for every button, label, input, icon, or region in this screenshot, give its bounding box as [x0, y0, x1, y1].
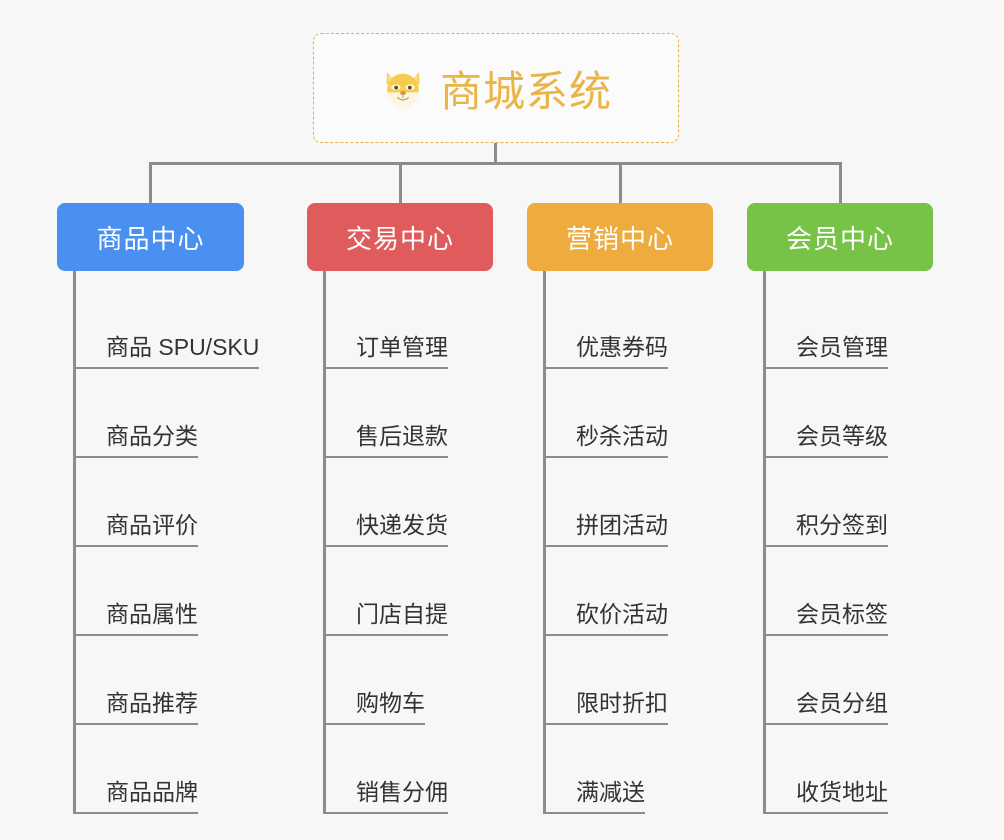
leaf-connector-rule: [76, 367, 106, 369]
leaf-connector-rule: [546, 545, 576, 547]
leaf-item-label: 商品推荐: [106, 690, 198, 725]
connector-drop-trade-center: [398, 164, 402, 203]
leaf-connector-rule: [76, 545, 106, 547]
leaf-item-label: 订单管理: [356, 334, 448, 369]
leaf-item[interactable]: 会员分组: [766, 636, 933, 725]
leaf-item[interactable]: 限时折扣: [546, 636, 713, 725]
leaf-list-product-center: 商品 SPU/SKU 商品分类商品评价商品属性商品推荐商品品牌: [73, 271, 260, 814]
leaf-item-label: 收货地址: [796, 779, 888, 814]
root-title: 商城系统: [439, 67, 612, 115]
leaf-connector-rule: [766, 634, 796, 636]
connector-drop-product-center: [149, 164, 152, 203]
connector-horizontal-bus: [149, 162, 842, 165]
leaf-item[interactable]: 秒杀活动: [546, 369, 713, 458]
branch-column-trade-center: 交易中心订单管理售后退款快递发货门店自提购物车销售分佣: [307, 164, 493, 814]
branch-column-product-center: 商品中心商品 SPU/SKU 商品分类商品评价商品属性商品推荐商品品牌: [57, 164, 260, 814]
leaf-item[interactable]: 砍价活动: [546, 547, 713, 636]
leaf-connector-rule: [766, 812, 796, 814]
leaf-item-label: 商品评价: [106, 512, 198, 547]
leaf-item-label: 售后退款: [356, 423, 448, 458]
category-box-member-center[interactable]: 会员中心: [747, 203, 933, 271]
leaf-connector-rule: [326, 634, 356, 636]
leaf-item[interactable]: 商品品牌: [76, 725, 244, 814]
leaf-item-label: 会员管理: [796, 334, 888, 369]
leaf-connector-rule: [546, 723, 576, 725]
leaf-list-trade-center: 订单管理售后退款快递发货门店自提购物车销售分佣: [323, 271, 493, 814]
branch-column-member-center: 会员中心会员管理会员等级积分签到会员标签会员分组收货地址: [747, 164, 933, 814]
category-box-marketing-center[interactable]: 营销中心: [527, 203, 713, 271]
leaf-list-marketing-center: 优惠券码秒杀活动拼团活动砍价活动限时折扣满减送: [543, 271, 713, 814]
leaf-item[interactable]: 商品属性: [76, 547, 244, 636]
leaf-connector-rule: [76, 812, 106, 814]
leaf-item-label: 会员等级: [796, 423, 888, 458]
connector-drop-marketing-center: [618, 164, 622, 203]
leaf-item-label: 砍价活动: [576, 601, 668, 636]
leaf-connector-rule: [546, 367, 576, 369]
leaf-item-label: 积分签到: [796, 512, 888, 547]
category-box-trade-center[interactable]: 交易中心: [307, 203, 493, 271]
leaf-item[interactable]: 销售分佣: [326, 725, 493, 814]
leaf-item-label: 秒杀活动: [576, 423, 668, 458]
leaf-item-label: 限时折扣: [576, 690, 668, 725]
leaf-connector-rule: [766, 367, 796, 369]
shiba-dog-face-icon: [380, 65, 426, 111]
leaf-connector-rule: [546, 456, 576, 458]
leaf-item[interactable]: 订单管理: [326, 280, 493, 369]
leaf-connector-rule: [766, 723, 796, 725]
category-label: 会员中心: [785, 223, 894, 254]
leaf-connector-rule: [76, 456, 106, 458]
leaf-item[interactable]: 购物车: [326, 636, 493, 725]
leaf-item[interactable]: 快递发货: [326, 458, 493, 547]
category-label: 交易中心: [345, 223, 454, 254]
leaf-item[interactable]: 满减送: [546, 725, 713, 814]
leaf-connector-rule: [546, 634, 576, 636]
branch-column-marketing-center: 营销中心优惠券码秒杀活动拼团活动砍价活动限时折扣满减送: [527, 164, 713, 814]
leaf-item[interactable]: 商品评价: [76, 458, 244, 547]
connector-drop-member-center: [838, 164, 842, 203]
leaf-item-label: 拼团活动: [576, 512, 668, 547]
leaf-connector-rule: [76, 723, 106, 725]
leaf-item-label: 会员标签: [796, 601, 888, 636]
leaf-item-label: 商品品牌: [106, 779, 198, 814]
leaf-connector-rule: [766, 456, 796, 458]
leaf-item[interactable]: 积分签到: [766, 458, 933, 547]
leaf-item[interactable]: 商品 SPU/SKU: [76, 280, 260, 369]
category-label: 营销中心: [565, 223, 674, 254]
leaf-item-label: 销售分佣: [356, 779, 448, 814]
leaf-item-label: 门店自提: [356, 601, 448, 636]
leaf-item[interactable]: 门店自提: [326, 547, 493, 636]
leaf-item[interactable]: 商品推荐: [76, 636, 244, 725]
leaf-item[interactable]: 会员等级: [766, 369, 933, 458]
leaf-item[interactable]: 优惠券码: [546, 280, 713, 369]
leaf-connector-rule: [326, 456, 356, 458]
leaf-item-label: 商品属性: [106, 601, 198, 636]
leaf-connector-rule: [326, 812, 356, 814]
leaf-item[interactable]: 收货地址: [766, 725, 933, 814]
leaf-item-label: 满减送: [576, 779, 645, 814]
leaf-list-member-center: 会员管理会员等级积分签到会员标签会员分组收货地址: [763, 271, 933, 814]
leaf-item[interactable]: 会员管理: [766, 280, 933, 369]
leaf-connector-rule: [546, 812, 576, 814]
leaf-connector-rule: [766, 545, 796, 547]
root-node[interactable]: 商城系统: [313, 33, 679, 143]
leaf-item[interactable]: 会员标签: [766, 547, 933, 636]
leaf-item-label: 购物车: [356, 690, 425, 725]
leaf-connector-rule: [326, 545, 356, 547]
leaf-item-label: 会员分组: [796, 690, 888, 725]
leaf-connector-rule: [326, 367, 356, 369]
leaf-item-label: 商品分类: [106, 423, 198, 458]
leaf-item-label: 快递发货: [356, 512, 448, 547]
leaf-item[interactable]: 商品分类: [76, 369, 244, 458]
connector-root-stem: [494, 143, 497, 164]
category-box-product-center[interactable]: 商品中心: [57, 203, 244, 271]
leaf-item-label: 优惠券码: [576, 334, 668, 369]
leaf-item[interactable]: 拼团活动: [546, 458, 713, 547]
leaf-connector-rule: [76, 634, 106, 636]
leaf-item[interactable]: 售后退款: [326, 369, 493, 458]
leaf-item-label: 商品 SPU/SKU: [106, 334, 260, 369]
leaf-connector-rule: [326, 723, 356, 725]
category-label: 商品中心: [96, 223, 205, 254]
